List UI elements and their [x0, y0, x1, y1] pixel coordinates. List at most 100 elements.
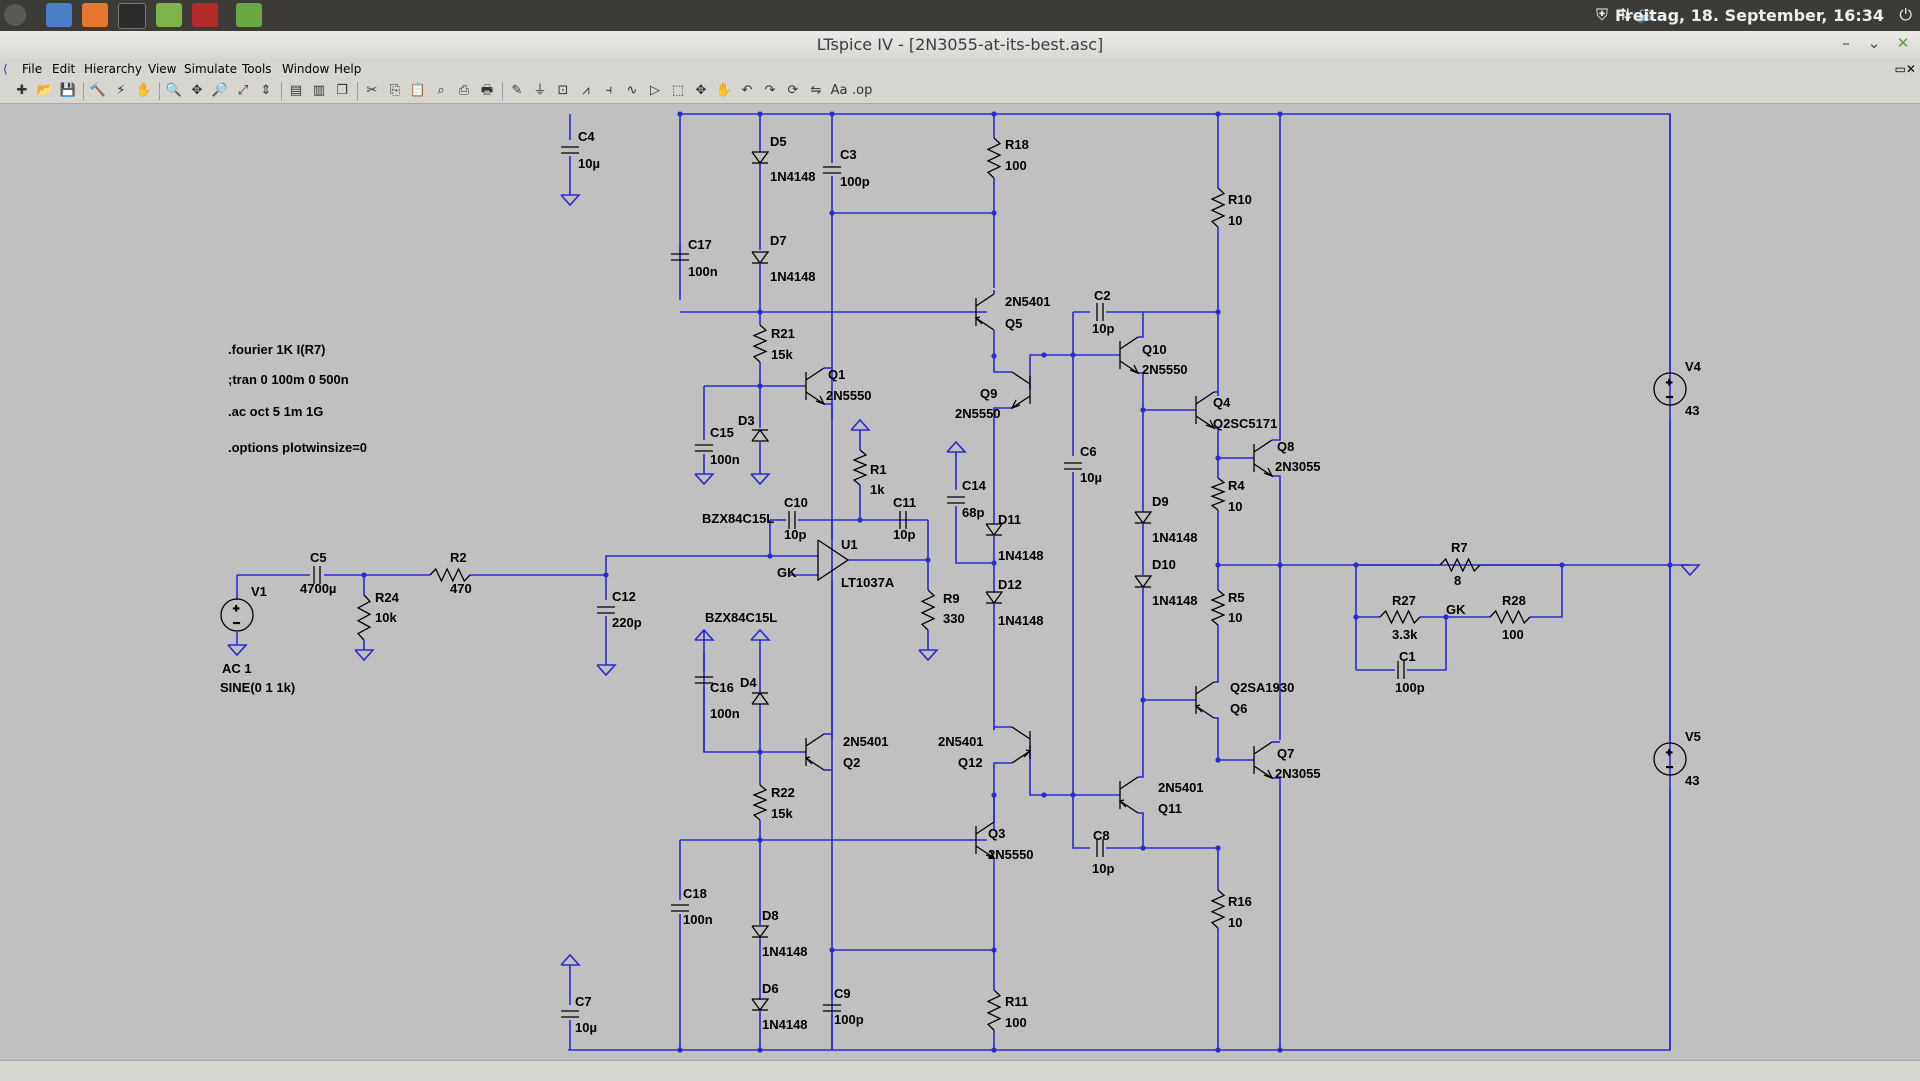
label-net-icon[interactable]: ⊡: [557, 83, 569, 98]
system-top-bar: ⛨ ⇅ 🔉 Freitag, 18. September, 16:34 ⏻: [0, 0, 1920, 31]
mail-icon[interactable]: [46, 3, 72, 27]
voltage-source-v4: [1653, 372, 1687, 406]
zoom-fit-icon[interactable]: ⤢: [237, 83, 249, 98]
volume-icon[interactable]: 🔉: [1636, 5, 1656, 24]
label-c16v: 100n: [710, 706, 740, 721]
transistor-q7-arrow: [1263, 769, 1274, 780]
save-icon[interactable]: 💾: [59, 83, 77, 98]
label-r9: R9: [943, 591, 960, 606]
label-q7v: 2N3055: [1275, 766, 1321, 781]
tran-directive[interactable]: ;tran 0 100m 0 500n: [228, 372, 349, 387]
paste-icon[interactable]: 📋: [409, 83, 427, 98]
label-gk2: GK: [1446, 602, 1466, 617]
label-c18: C18: [683, 886, 707, 901]
schematic-canvas[interactable]: +−+−+− .fourier 1K I(R7) ;tran 0 100m 0 …: [0, 104, 1920, 1060]
options-directive[interactable]: .options plotwinsize=0: [228, 440, 367, 455]
ground-icon[interactable]: ⏚: [533, 83, 547, 98]
mirror-icon[interactable]: ⇋: [810, 83, 822, 98]
component-icon[interactable]: ⬚: [671, 83, 685, 98]
fourier-directive[interactable]: .fourier 1K I(R7): [228, 342, 326, 357]
rotate-icon[interactable]: ⟳: [787, 83, 799, 98]
menu-edit[interactable]: Edit: [52, 62, 76, 76]
tile-vertical-icon[interactable]: ▥: [312, 83, 326, 98]
zoom-in-icon[interactable]: 🔍: [165, 83, 183, 98]
run-icon[interactable]: ⚡: [116, 83, 126, 98]
draw-wire-icon[interactable]: ✎: [511, 83, 523, 98]
terminal-icon[interactable]: [118, 3, 146, 29]
menu-hierarchy[interactable]: Hierarchy: [84, 62, 143, 76]
label-q8: Q8: [1277, 439, 1294, 454]
ac-directive[interactable]: .ac oct 5 1m 1G: [228, 404, 323, 419]
resistor-icon[interactable]: ⩘: [582, 83, 590, 98]
junction-dot: [1277, 111, 1283, 117]
files-icon[interactable]: [156, 3, 182, 27]
autorange-icon[interactable]: ⇕: [260, 83, 272, 98]
close-button[interactable]: ✕: [1896, 34, 1910, 52]
label-ac: AC 1: [222, 661, 252, 676]
label-d12: D12: [998, 577, 1022, 592]
cascade-icon[interactable]: ❐: [336, 83, 348, 98]
text-icon[interactable]: Aa: [830, 83, 848, 98]
label-u1: U1: [841, 537, 858, 552]
menu-simulate[interactable]: Simulate: [184, 62, 238, 76]
transistor-q3-arrow: [985, 849, 996, 860]
menu-bar: ⟨ File Edit Hierarchy View Simulate Tool…: [0, 59, 1920, 79]
resistor-r18: [986, 137, 1002, 179]
drag-icon[interactable]: ✋: [715, 83, 733, 98]
spice-directive-icon[interactable]: .op: [852, 83, 873, 98]
app-icon[interactable]: [236, 3, 262, 27]
transistor-q2: [805, 757, 825, 771]
control-panel-icon[interactable]: 🔨: [89, 83, 107, 98]
power-icon[interactable]: ⏻: [1899, 5, 1912, 24]
minimize-button[interactable]: –: [1842, 34, 1850, 52]
halt-icon[interactable]: ✋: [135, 83, 153, 98]
wire: [993, 407, 1012, 524]
find-icon[interactable]: ⌕: [437, 83, 445, 98]
print-preview-icon[interactable]: 🖶: [480, 83, 494, 98]
menu-file[interactable]: File: [22, 62, 43, 76]
redo-icon[interactable]: ↷: [764, 83, 776, 98]
undo-icon[interactable]: ↶: [741, 83, 753, 98]
ltspice-icon[interactable]: [192, 3, 218, 27]
pan-icon[interactable]: ✥: [191, 83, 203, 98]
inductor-icon[interactable]: ∿: [626, 83, 638, 98]
copy-icon[interactable]: ⎘: [389, 83, 401, 98]
junction-dot: [1041, 352, 1047, 358]
wire: [993, 762, 1012, 830]
menu-tools[interactable]: Tools: [242, 62, 272, 76]
label-r1: R1: [870, 462, 887, 477]
zoom-out-icon[interactable]: 🔎: [211, 83, 229, 98]
menu-window[interactable]: Window: [282, 62, 330, 76]
menu-view[interactable]: View: [148, 62, 177, 76]
open-icon[interactable]: 📂: [36, 83, 54, 98]
label-c7: C7: [575, 994, 592, 1009]
new-schematic-icon[interactable]: ✚: [16, 83, 28, 98]
app-menu-icon[interactable]: ⟨: [3, 62, 8, 76]
firefox-icon[interactable]: [82, 3, 108, 27]
wire: [1138, 372, 1144, 410]
junction-dot: [1215, 562, 1221, 568]
schematic[interactable]: +−+−+− .fourier 1K I(R7) ;tran 0 100m 0 …: [0, 104, 1920, 1060]
mdi-controls[interactable]: ▭✕: [1894, 62, 1916, 76]
tile-horizontal-icon[interactable]: ▤: [289, 83, 303, 98]
voltage-source-v1-plus: +: [233, 603, 239, 615]
diode-icon[interactable]: ▷: [650, 83, 660, 98]
cut-icon[interactable]: ✂: [366, 83, 378, 98]
resistor-r21: [752, 324, 768, 363]
wire: [1138, 812, 1218, 849]
menu-help[interactable]: Help: [334, 62, 362, 76]
label-r7v: 8: [1454, 573, 1461, 588]
clock[interactable]: Freitag, 18. September, 16:34: [1614, 6, 1884, 25]
settings-gear-icon[interactable]: [4, 4, 26, 26]
print-icon[interactable]: ⎙: [458, 83, 470, 98]
restore-button[interactable]: ⌄: [1867, 34, 1881, 52]
wire: [1029, 354, 1044, 390]
label-r27: R27: [1392, 593, 1416, 608]
move-icon[interactable]: ✥: [695, 83, 707, 98]
resistor-r27: [1379, 609, 1421, 625]
network-icon[interactable]: ⇅: [1618, 5, 1632, 24]
shield-icon[interactable]: ⛨: [1595, 5, 1608, 24]
label-c2v: 10p: [1092, 321, 1114, 336]
transistor-q5-arrow: [974, 316, 983, 325]
capacitor-icon[interactable]: ⫞: [605, 83, 613, 98]
